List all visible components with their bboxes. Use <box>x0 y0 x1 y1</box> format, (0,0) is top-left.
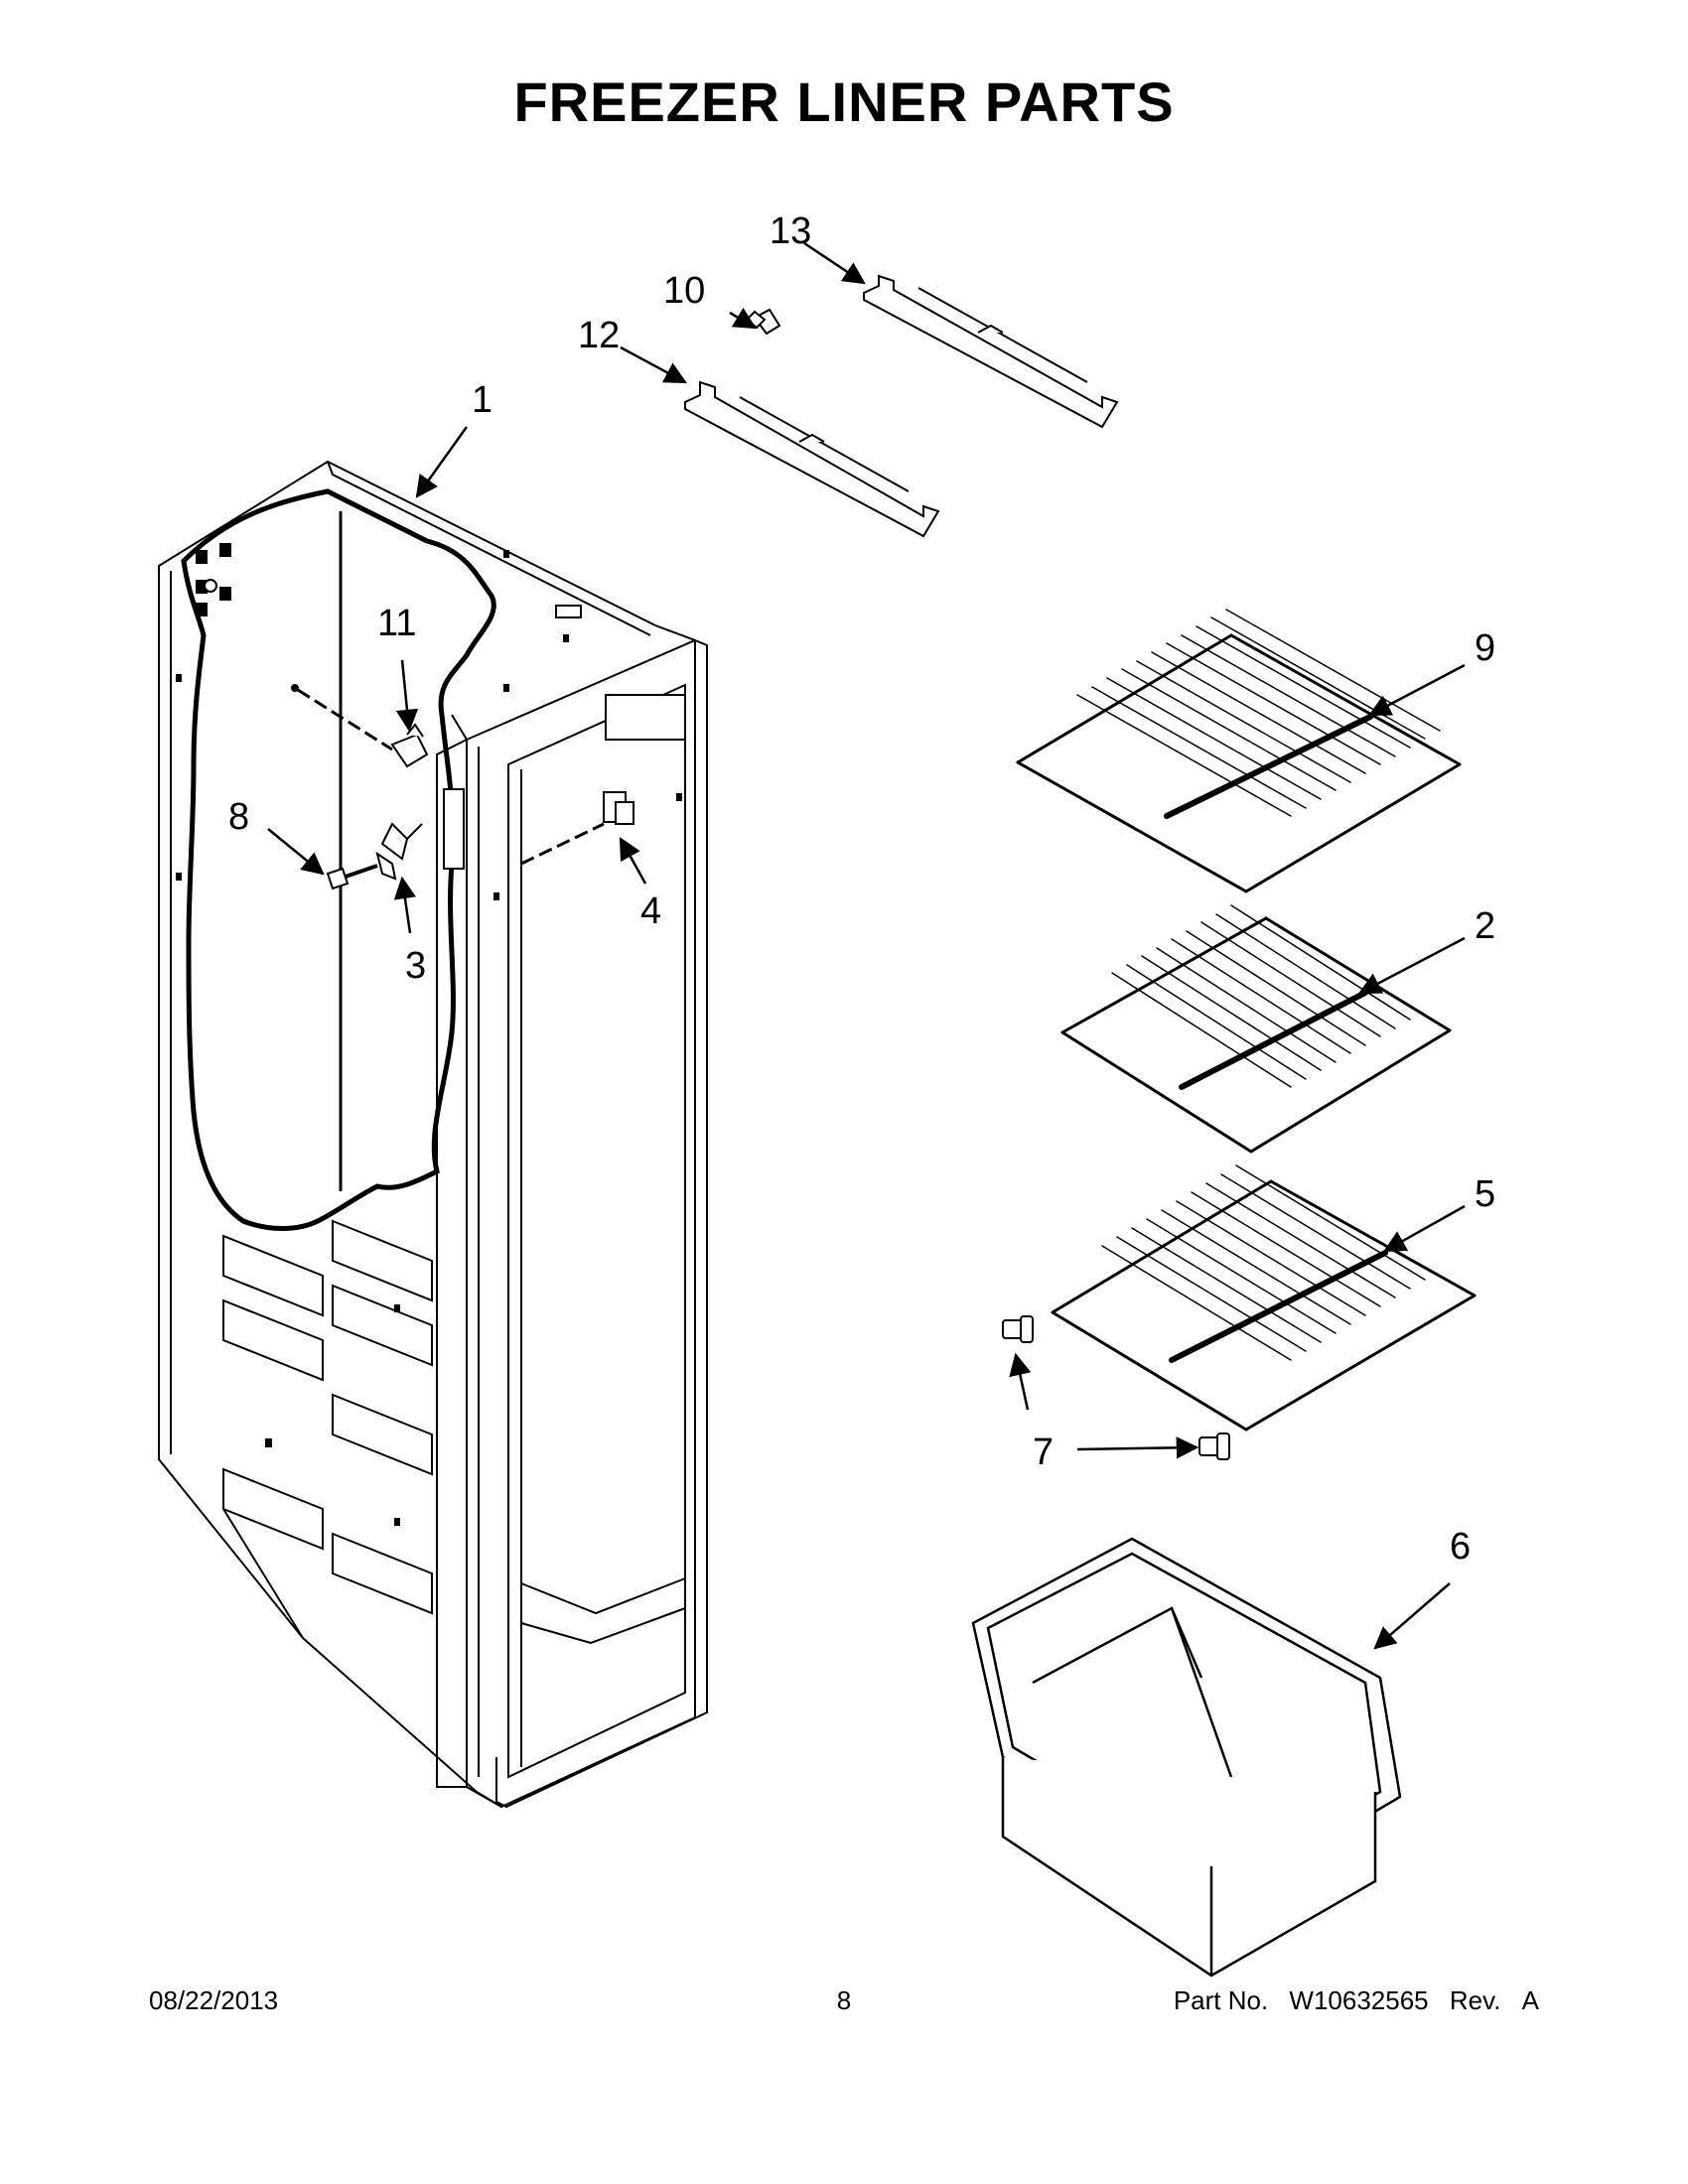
part-11-clip <box>291 684 429 768</box>
callout-9: 9 <box>1475 627 1495 669</box>
wire-shelf-5 <box>1051 1164 1477 1432</box>
part-10-screw <box>745 308 781 336</box>
part-12-rail <box>684 380 940 538</box>
part-no-value: W10632565 <box>1289 1985 1429 2015</box>
freezer-basket <box>971 1537 1402 1978</box>
part-4-switch <box>520 791 634 866</box>
callout-12: 12 <box>578 315 620 356</box>
page-title: FREEZER LINER PARTS <box>513 70 1175 133</box>
callout-13: 13 <box>770 210 811 252</box>
part-7-end-cap-left <box>1002 1315 1034 1343</box>
wire-shelf-2 <box>1060 904 1452 1154</box>
callout-7: 7 <box>1033 1432 1054 1473</box>
footer-date: 08/22/2013 <box>149 1985 279 2015</box>
callout-6: 6 <box>1450 1526 1471 1568</box>
part-13-rail <box>863 274 1119 429</box>
callout-1: 1 <box>472 379 492 421</box>
rev-value: A <box>1521 1985 1539 2015</box>
freezer-liner <box>158 460 708 1809</box>
part-8-screw <box>326 864 378 890</box>
part-3-bracket <box>375 822 423 881</box>
part-7-end-cap-right <box>1198 1433 1230 1460</box>
callout-3: 3 <box>405 945 426 987</box>
callout-11: 11 <box>377 603 416 644</box>
callout-10: 10 <box>663 270 705 312</box>
rev-label: Rev. <box>1449 1985 1501 2015</box>
callout-4: 4 <box>640 890 661 932</box>
footer-page-number: 8 <box>836 1985 852 2015</box>
callout-5: 5 <box>1475 1173 1495 1215</box>
footer-part-number: Part No. W10632565 Rev. A <box>1174 1985 1539 2016</box>
leader-lines <box>267 241 1466 1650</box>
wire-shelf-9 <box>1016 609 1462 893</box>
callout-2: 2 <box>1475 905 1495 947</box>
part-no-label: Part No. <box>1173 1985 1269 2015</box>
callout-8: 8 <box>228 796 249 838</box>
